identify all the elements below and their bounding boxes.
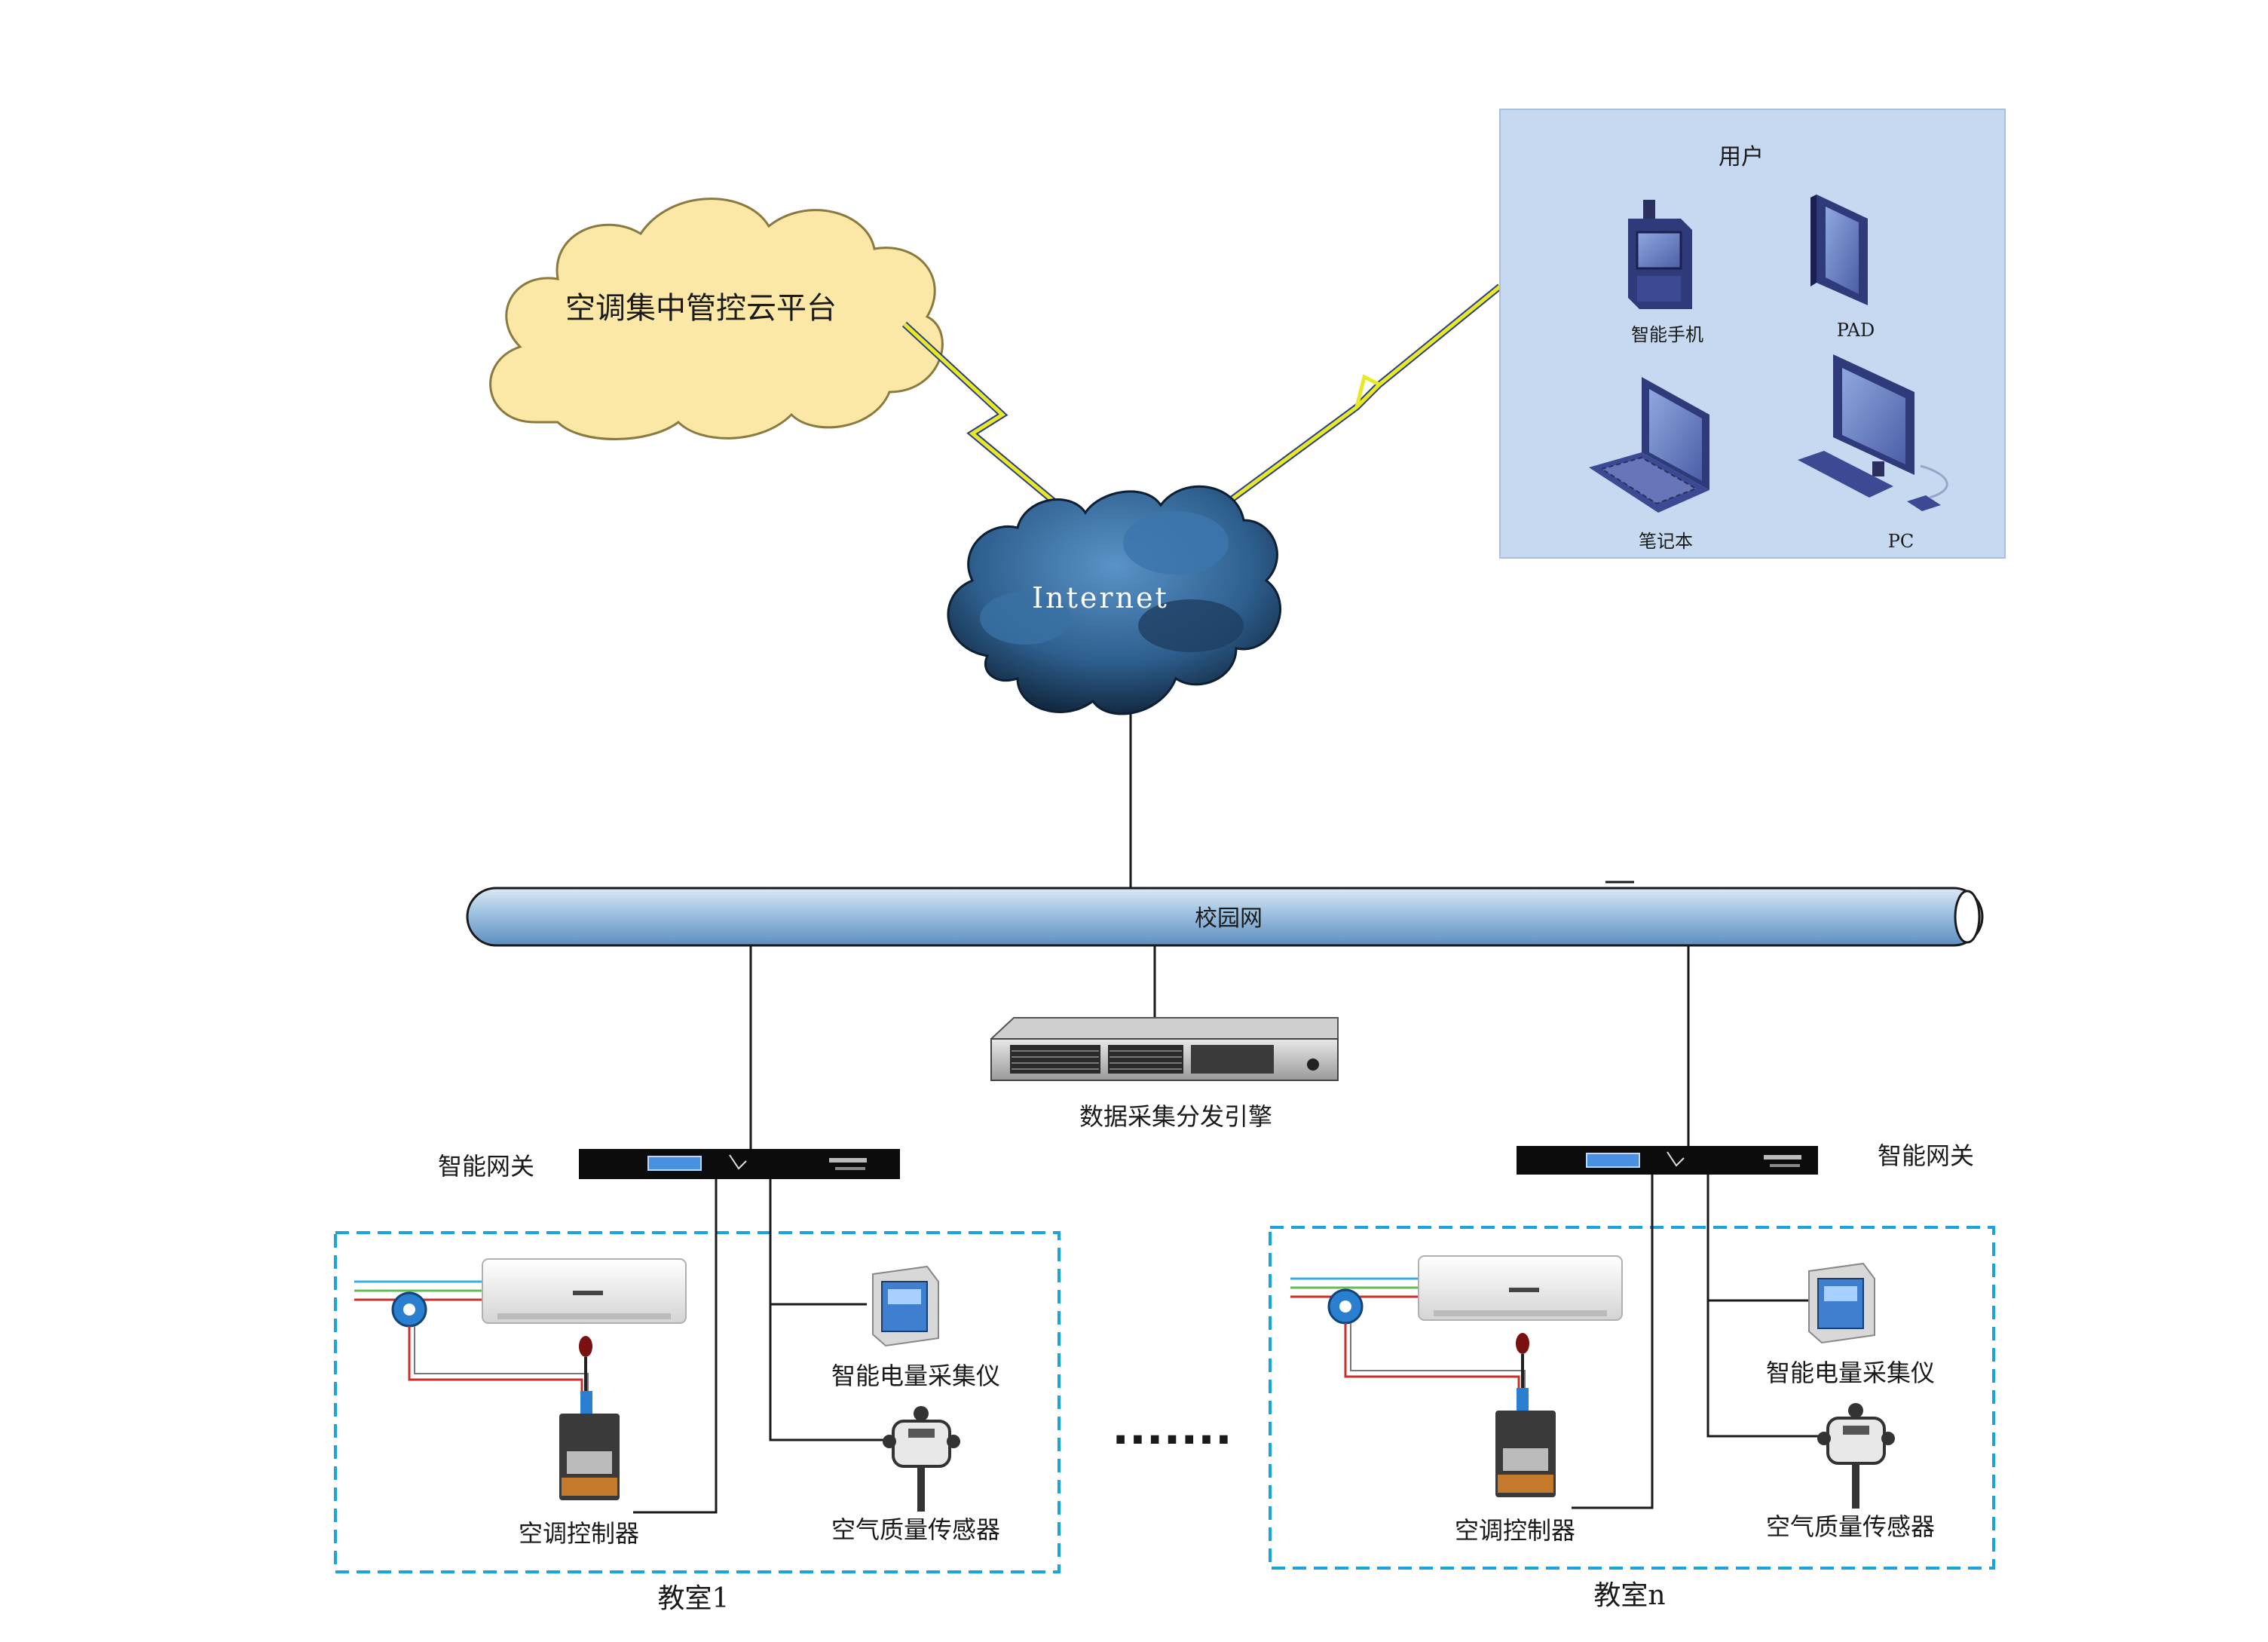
server-label: 数据采集分发引擎 [1079, 1102, 1272, 1131]
device-label-smartphone: 智能手机 [1631, 324, 1703, 345]
wireless-link-cloud [901, 321, 1088, 531]
ac-controller-label: 空调控制器 [1455, 1516, 1575, 1545]
power-lines [1290, 1277, 1419, 1298]
air-conditioner-icon [1418, 1255, 1623, 1321]
gateway-right-label: 智能网关 [1878, 1141, 1974, 1170]
cloud-platform-label: 空调集中管控云平台 [565, 291, 837, 326]
device-label-pc: PC [1888, 531, 1914, 552]
more-classrooms-ellipsis: ······· [1112, 1414, 1232, 1466]
classroom-1-name: 教室1 [658, 1583, 730, 1614]
tablet-icon [1810, 195, 1868, 305]
current-transformer-icon [1327, 1288, 1526, 1399]
temperature-probe-icon [1516, 1333, 1529, 1388]
power-meter-label: 智能电量采集仪 [1766, 1359, 1935, 1387]
air-quality-sensor-icon [1817, 1403, 1895, 1509]
classroom-1: 空调控制器 智能电量采集仪 空气质量传感器 教室1 [334, 1179, 1061, 1614]
ac-controller-icon [559, 1391, 620, 1500]
power-meter-label: 智能电量采集仪 [831, 1362, 1000, 1390]
device-label-pad: PAD [1837, 320, 1875, 341]
power-meter-icon [1808, 1262, 1875, 1344]
data-server: 数据采集分发引擎 [990, 1017, 1339, 1131]
air-conditioner-icon [482, 1258, 687, 1324]
cloud-platform: 空调集中管控云平台 [489, 198, 944, 440]
smartphone-icon [1628, 200, 1692, 309]
classroom-n: 空调控制器 智能电量采集仪 空气质量传感器 教室n [1269, 1175, 1995, 1611]
device-label-laptop: 笔记本 [1639, 531, 1693, 552]
internet-cloud: Internet [947, 485, 1281, 888]
air-quality-sensor-icon [883, 1406, 960, 1512]
power-meter-icon [872, 1265, 939, 1347]
gateway-left: 智能网关 [438, 1149, 900, 1181]
users-panel-title: 用户 [1719, 144, 1764, 170]
classroom-n-name: 教室n [1593, 1580, 1665, 1611]
wireless-link-users [1211, 283, 1502, 516]
gateway-left-label: 智能网关 [438, 1152, 534, 1181]
air-quality-sensor-label: 空气质量传感器 [831, 1515, 1000, 1544]
campus-network-label: 校园网 [1195, 905, 1263, 932]
laptop-icon [1589, 377, 1709, 513]
internet-label: Internet [1032, 581, 1169, 614]
ac-controller-icon [1495, 1388, 1556, 1497]
air-quality-sensor-label: 空气质量传感器 [1766, 1512, 1935, 1541]
users-panel: 用户 智能手机 PAD 笔记本 [1499, 109, 2006, 559]
desktop-pc-icon [1798, 354, 1948, 511]
current-transformer-icon [391, 1291, 589, 1402]
cloud-platform-shape [489, 198, 944, 440]
ac-controller-label: 空调控制器 [519, 1519, 639, 1548]
campus-network-pipe: 校园网 [466, 881, 1984, 947]
temperature-probe-icon [579, 1336, 592, 1391]
power-lines [354, 1280, 482, 1301]
gateway-right: 智能网关 [1517, 1141, 1974, 1175]
